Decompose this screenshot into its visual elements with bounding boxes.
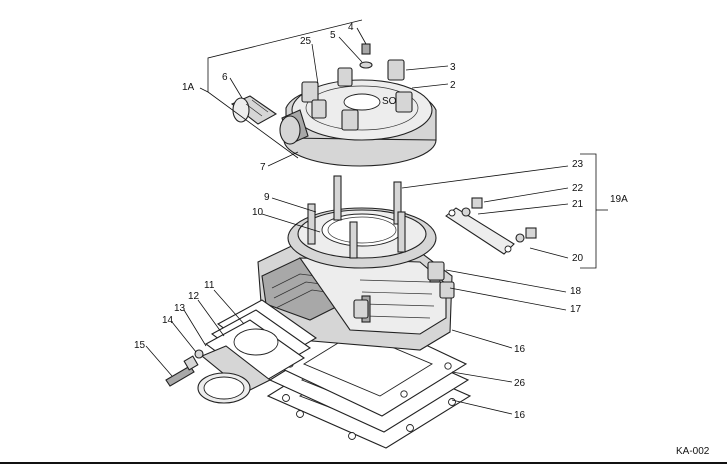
cylinder-base-nuts [353, 261, 455, 319]
cover-plate [445, 207, 515, 255]
callout-15: 15 [134, 340, 146, 351]
callout-12: 12 [188, 291, 200, 302]
callout-17: 17 [570, 304, 582, 315]
callout-11: 11 [204, 280, 215, 291]
drawing-code: KA-002 [676, 446, 710, 457]
callout-4: 4 [348, 22, 354, 33]
water-spigot [230, 95, 278, 125]
callout-6: 6 [222, 72, 228, 83]
callout-26: 26 [514, 378, 526, 389]
exhaust-spigot [197, 345, 272, 404]
callout-18: 18 [570, 286, 582, 297]
callout-3: 3 [450, 62, 456, 73]
cylinder-head: SO [279, 79, 437, 167]
callout-25: 25 [300, 36, 312, 47]
callout-22: 22 [572, 183, 584, 194]
leader-lines [145, 19, 608, 415]
callout-16-lower: 16 [514, 410, 526, 421]
callout-16-upper: 16 [514, 344, 526, 355]
callout-9: 9 [264, 192, 270, 203]
callout-14: 14 [162, 315, 174, 326]
flange-bolts [165, 349, 204, 387]
exhaust-flange [204, 299, 318, 385]
head-marking: SO [382, 96, 397, 107]
callout-13: 13 [174, 303, 186, 314]
callout-labels: 1A 2 3 4 5 6 7 9 10 11 12 13 14 15 16 16… [134, 22, 628, 421]
callout-21: 21 [572, 199, 584, 210]
bleed-screw [359, 43, 373, 69]
callout-5: 5 [330, 30, 336, 41]
callout-1A: 1A [182, 82, 195, 93]
callout-19A: 19A [610, 194, 628, 205]
callout-2: 2 [450, 80, 456, 91]
callout-7: 7 [260, 162, 266, 173]
callout-10: 10 [252, 207, 264, 218]
bottom-rule [0, 462, 727, 464]
plate-screws [461, 197, 537, 243]
callout-23: 23 [572, 159, 584, 170]
head-nuts [301, 59, 413, 131]
callout-20: 20 [572, 253, 584, 264]
